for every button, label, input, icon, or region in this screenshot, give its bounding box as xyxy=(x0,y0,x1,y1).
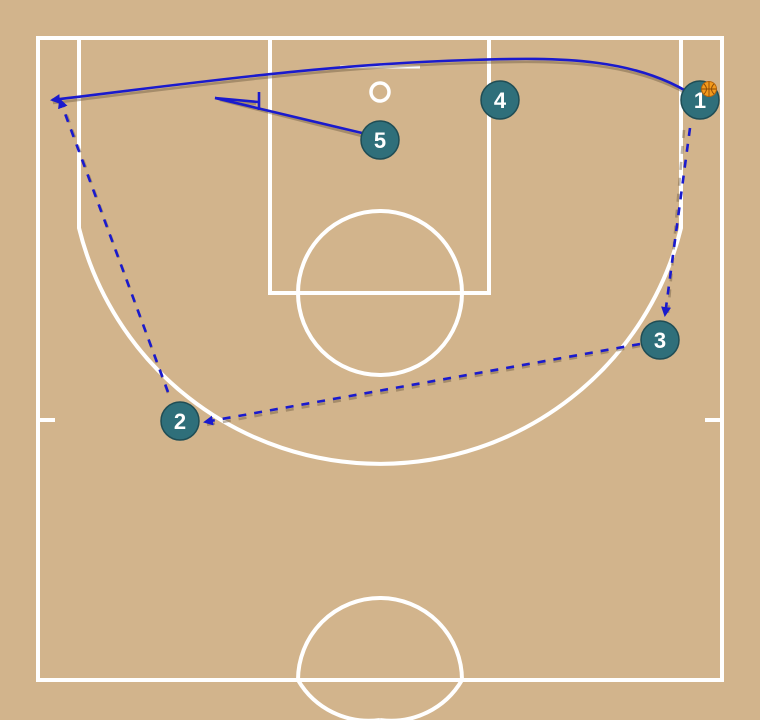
player-4[interactable]: 4 xyxy=(480,80,520,120)
cut-3-path xyxy=(661,127,692,317)
center-circle-lower xyxy=(296,678,380,720)
basketball-icon xyxy=(701,81,717,97)
free-throw-circle xyxy=(296,209,464,377)
three-point-line xyxy=(77,38,683,466)
screen-5-path xyxy=(214,96,363,135)
player-number: 5 xyxy=(374,128,386,153)
player-number: 3 xyxy=(654,328,666,353)
cut-2b-path xyxy=(58,98,170,393)
player-5[interactable]: 5 xyxy=(360,120,400,160)
cut-2-path xyxy=(203,342,641,426)
center-circle-lower-right xyxy=(380,678,464,720)
player-number: 2 xyxy=(174,409,186,434)
player-number: 4 xyxy=(494,88,507,113)
cut-1-path xyxy=(50,57,701,104)
player-2[interactable]: 2 xyxy=(160,401,200,441)
player-3[interactable]: 3 xyxy=(640,320,680,360)
movement-lines xyxy=(50,57,701,426)
paint-key xyxy=(268,36,491,295)
hoop xyxy=(369,81,391,103)
movement-shadows xyxy=(52,60,703,427)
center-circle xyxy=(296,596,464,681)
